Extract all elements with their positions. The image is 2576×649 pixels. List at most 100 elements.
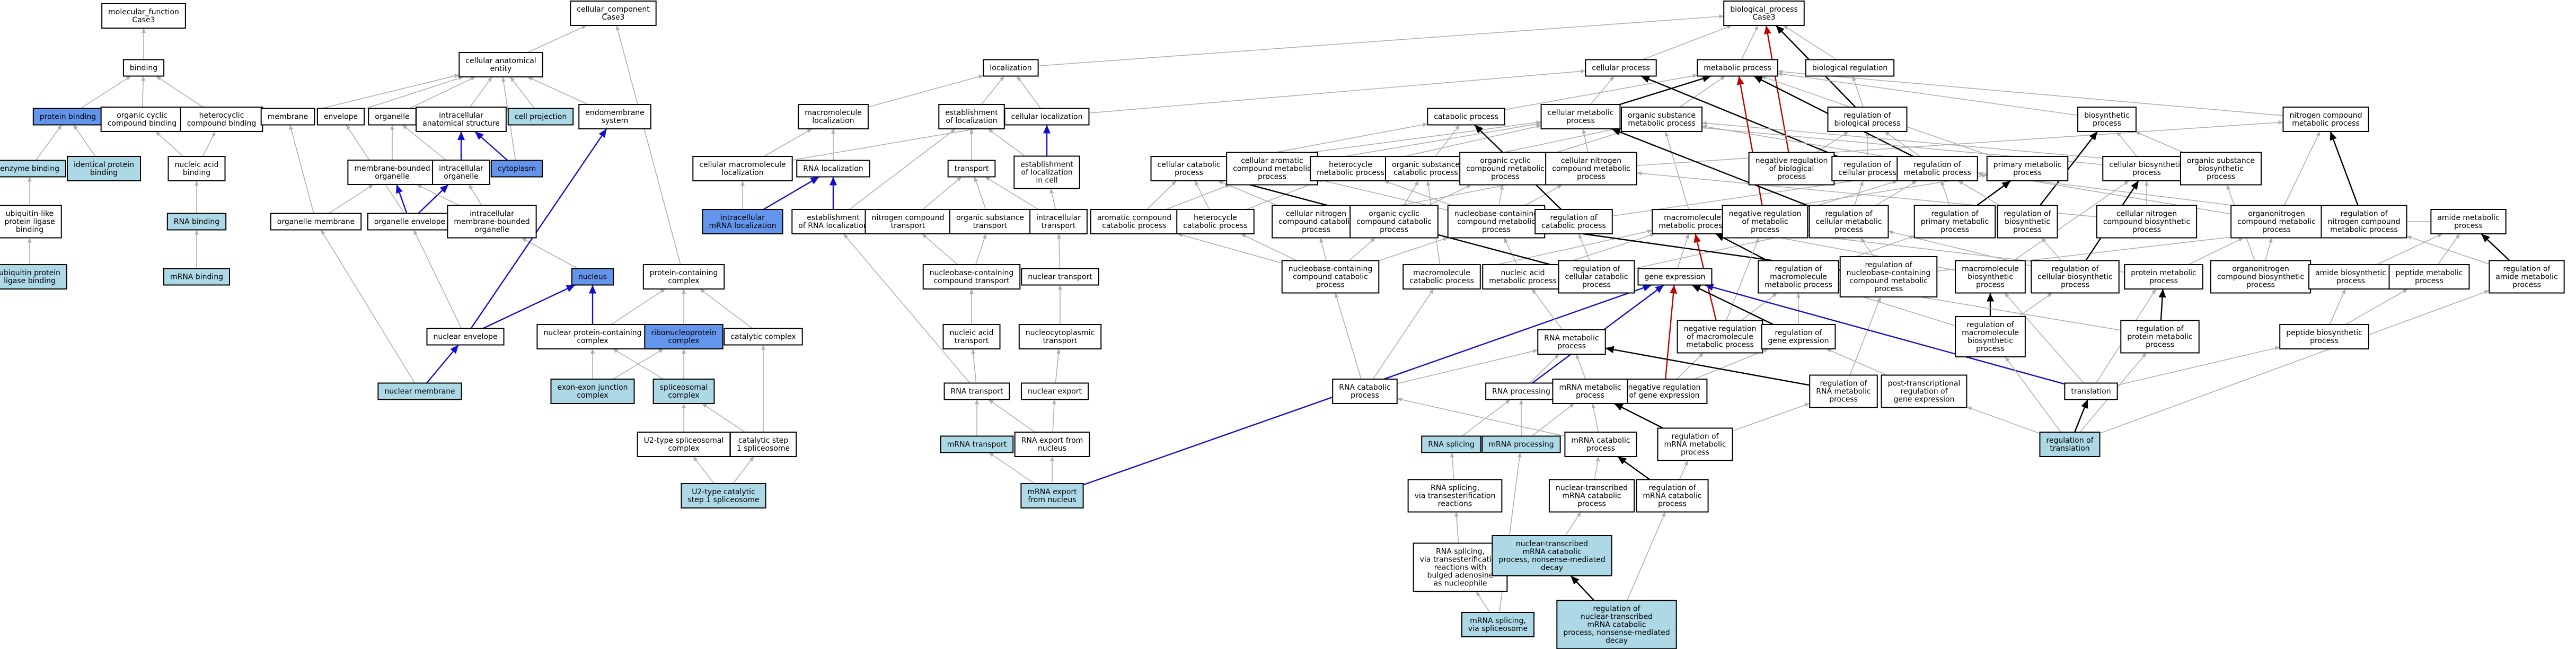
relation-edge	[2481, 233, 2510, 261]
go-term-label: regulation of	[2046, 436, 2094, 445]
go-term-label: compound metabolic	[1233, 165, 1311, 173]
go-term-box	[1637, 268, 1713, 286]
go-term-node-rna-localization: RNA localization	[796, 160, 870, 178]
go-term-label: cellular nitrogen	[2116, 210, 2177, 218]
relation-edge	[612, 348, 664, 380]
go-term-label: RNA catabolic	[1339, 383, 1391, 392]
go-term-label: RNA splicing,	[1431, 484, 1479, 493]
go-term-box	[163, 268, 231, 286]
go-term-label: transport	[955, 337, 989, 345]
go-term-label: regulation of	[1825, 210, 1873, 218]
go-term-label: regulation of	[1775, 265, 1822, 274]
relation-edge	[2330, 131, 2359, 206]
go-term-label: establishment	[1020, 161, 1073, 169]
go-term-label: complex	[668, 337, 699, 345]
go-term-label: nucleocytoplasmic	[1026, 329, 1095, 337]
go-term-node-org-membrane: organelle membrane	[270, 213, 362, 231]
go-term-label: biosynthetic	[2005, 218, 2050, 226]
go-term-box	[1150, 156, 1228, 181]
relation-edge	[1664, 131, 1689, 210]
go-term-label: in cell	[1036, 177, 1057, 185]
go-term-label: macromolecule	[805, 109, 862, 117]
relation-edge	[1372, 288, 1434, 380]
relation-edge	[971, 348, 977, 383]
relation-edge	[1529, 354, 1560, 384]
relation-edge	[1777, 69, 2283, 116]
go-term-label: system	[602, 117, 629, 125]
relation-edge	[1617, 456, 1651, 480]
relation-edge	[1319, 238, 1327, 261]
go-term-box	[1029, 209, 1088, 234]
go-term-label: process	[1258, 173, 1286, 181]
relation-edge	[1664, 285, 1678, 380]
go-term-label: regulation of	[1573, 265, 1620, 274]
go-term-label: regulation of	[2051, 265, 2099, 274]
go-term-box	[922, 264, 1021, 290]
go-term-label: process	[1175, 169, 1203, 177]
go-term-box	[943, 382, 1010, 400]
relation-edge	[1317, 122, 1541, 162]
go-term-box	[416, 107, 507, 132]
relation-edge	[1849, 296, 1881, 375]
go-term-box	[122, 59, 165, 77]
go-term-label: metabolic process	[1903, 169, 1971, 177]
go-term-node-metabolic-process: metabolic process	[1697, 59, 1778, 77]
go-term-label: regulation of	[1820, 380, 1867, 388]
go-term-label: metabolic process	[1317, 169, 1384, 177]
go-term-label: process	[1316, 281, 1345, 290]
go-term-label: cellular catabolic	[1158, 161, 1221, 169]
go-term-label: metabolic process	[2292, 119, 2360, 128]
go-term-label: bulged adenosine	[1427, 572, 1494, 580]
go-term-label: process	[2262, 226, 2291, 234]
go-term-label: biosynthetic	[1968, 273, 2013, 282]
go-term-box	[1558, 260, 1635, 294]
relation-edge	[693, 456, 714, 484]
go-term-label: reactions with	[1434, 564, 1487, 572]
go-term-box	[1310, 156, 1391, 181]
go-term-box	[729, 432, 797, 457]
go-term-label: cellular nitrogen	[1561, 157, 1621, 165]
go-term-box	[2180, 152, 2262, 186]
relation-edge	[470, 76, 492, 108]
go-term-box	[1827, 107, 1908, 132]
relation-edge	[1498, 185, 1504, 206]
go-term-label: cytoplasm	[498, 165, 536, 173]
go-term-label: primary metabolic	[1993, 161, 2062, 169]
relation-edge	[509, 76, 535, 109]
go-term-label: cellular_component	[577, 5, 650, 14]
go-term-box	[947, 160, 996, 178]
go-term-label: ribonucleoprotein	[651, 329, 716, 337]
go-term-box	[1697, 59, 1778, 77]
go-term-label: as nucleophile	[1434, 580, 1487, 588]
go-term-label: of localization	[946, 117, 997, 125]
go-term-label: negative regulation	[1755, 157, 1828, 165]
go-term-label: metabolic process	[1686, 341, 1754, 349]
go-term-label: process	[1976, 281, 2005, 290]
go-term-box	[367, 213, 453, 231]
go-term-node-enzyme-binding: enzyme binding	[0, 160, 67, 178]
go-term-label: nuclear export	[1028, 388, 1082, 396]
go-term-label: nucleic acid	[174, 161, 218, 169]
go-term-box	[1407, 479, 1503, 513]
go-term-label: regulation of	[1843, 111, 1891, 120]
go-term-label: nucleic acid	[949, 329, 993, 337]
go-term-label: RNA metabolic	[1816, 388, 1871, 396]
